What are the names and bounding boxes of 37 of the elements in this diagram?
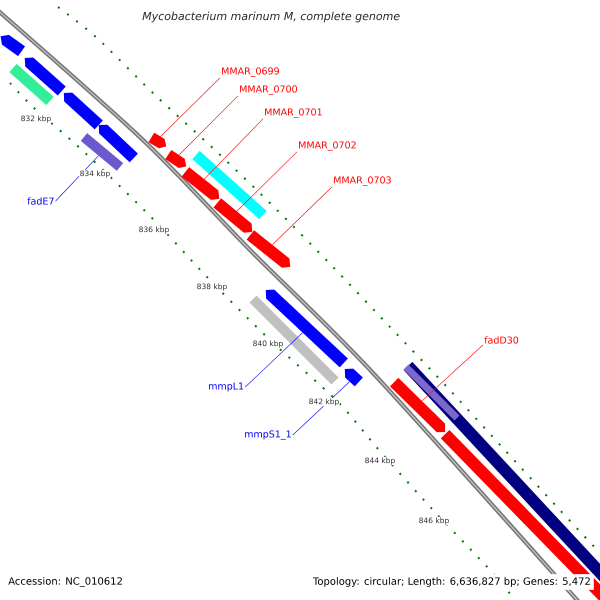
gene-label: MMAR_0699 — [222, 67, 279, 77]
leader-line — [160, 78, 220, 137]
gene-block — [213, 198, 252, 233]
title: Mycobacterium marinum M, complete genome — [142, 12, 400, 22]
gene-label: fadE7 — [27, 197, 54, 205]
gene-label: mmpL1 — [209, 382, 244, 392]
leader-line — [55, 155, 99, 202]
gene-block — [9, 64, 54, 106]
summary-text: Topology: circular; Length: 6,636,827 bp; Genes: 5,472 — [310, 574, 594, 590]
leader-line — [422, 344, 484, 402]
gene-block — [390, 378, 446, 432]
gene-label: MMAR_0700 — [240, 85, 297, 95]
gene-label: fadD30 — [484, 336, 518, 344]
gene-block — [148, 132, 166, 148]
gene-block — [192, 150, 267, 220]
gene-block — [165, 150, 186, 168]
gene-label: MMAR_0703 — [334, 176, 391, 186]
gene-block — [24, 58, 66, 96]
gene-label: mmpS1_1 — [245, 430, 291, 440]
leader-line — [178, 96, 238, 156]
leader-line — [272, 186, 332, 245]
gene-label: MMAR_0702 — [299, 141, 356, 151]
leader-line — [204, 118, 264, 180]
gene-block — [246, 230, 290, 268]
gene-block — [249, 295, 339, 385]
gene-label: MMAR_0701 — [265, 108, 322, 118]
gene-block — [0, 34, 26, 56]
gene-block — [98, 124, 138, 162]
gene-block — [182, 167, 220, 200]
leader-line — [244, 332, 303, 388]
gene-block — [80, 133, 124, 171]
leader-line — [236, 152, 298, 212]
gene-block — [64, 92, 103, 130]
gene-block — [404, 364, 460, 420]
accession-text: Accession: NC_010612 — [8, 577, 122, 587]
gene-block — [266, 290, 348, 368]
gene-block — [344, 368, 363, 386]
